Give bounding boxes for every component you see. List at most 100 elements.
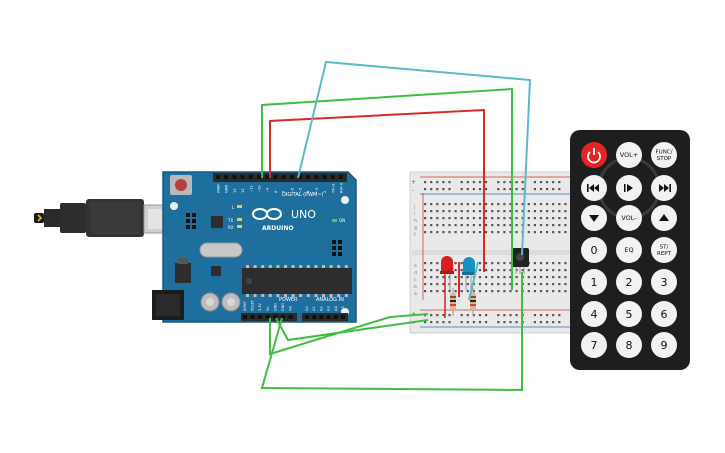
remote-button-num-9[interactable]: 9: [651, 332, 677, 358]
remote-button-label: 3: [661, 276, 668, 289]
digital-pin-label: ~9: [266, 187, 270, 193]
breadboard-row-letter: f: [414, 232, 416, 238]
model-text: UNO: [291, 208, 316, 221]
remote-button-label: 8: [626, 339, 633, 352]
digital-pin-label: 7: [282, 191, 286, 193]
remote-button-label: VOL-: [621, 214, 637, 222]
wire-green-bottom: [260, 272, 523, 392]
remote-button-power[interactable]: [581, 142, 607, 168]
digital-header: [213, 173, 347, 182]
ir-remote: VOL+ FUNC/STOP VOL- 0 EQ ST/REPT 1 2 3 4 5 6 7 8 9: [570, 130, 690, 370]
digital-pin-label: ~6: [290, 187, 294, 193]
remote-button-func-stop[interactable]: FUNC/STOP: [651, 142, 677, 168]
remote-button-num-2[interactable]: 2: [616, 269, 642, 295]
remote-button-play-pause[interactable]: [616, 175, 642, 201]
digital-pin-label: ~10: [258, 185, 262, 193]
digital-pin-label: GND: [225, 185, 229, 193]
fast-forward-icon: [659, 184, 671, 192]
analog-pin-label: A0: [305, 306, 309, 311]
play-pause-icon: [624, 184, 633, 192]
remote-button-num-8[interactable]: 8: [616, 332, 642, 358]
digital-label: DIGITAL (PWM~): [282, 192, 324, 198]
power-pin-label: 5V: [266, 306, 270, 311]
digital-pin-label: 2: [323, 191, 327, 193]
breadboard-row-letter: b: [414, 284, 417, 290]
power-pin-label: IOREF: [243, 301, 247, 311]
digital-pin-label: RX←0: [340, 182, 344, 193]
breadboard-row-letter: d: [414, 270, 417, 276]
power-pin-label: GND: [281, 303, 285, 311]
remote-button-up[interactable]: [651, 205, 677, 231]
remote-button-num-1[interactable]: 1: [581, 269, 607, 295]
remote-button-label: EQ: [624, 246, 633, 254]
voltage-regulator: [175, 263, 191, 283]
remote-button-label: VOL+: [620, 151, 639, 159]
rail-plus-top: +: [411, 179, 416, 186]
wire-green-top: [261, 87, 513, 290]
remote-button-vol-up[interactable]: VOL+: [616, 142, 642, 168]
power-pin-label: Vin: [289, 306, 293, 311]
remote-button-down[interactable]: [581, 205, 607, 231]
breadboard-row-letter: c: [414, 278, 417, 283]
breadboard-row-letter: e: [414, 264, 417, 269]
remote-button-st-rept[interactable]: ST/REPT: [651, 237, 677, 263]
red-led: [440, 256, 454, 318]
digital-pin-label: TX→1: [331, 183, 335, 194]
icsp-header: [186, 213, 342, 256]
remote-button-fast-forward[interactable]: [651, 175, 677, 201]
remote-button-label: REPT: [657, 251, 672, 257]
rail-minus-bottom: -: [412, 320, 414, 327]
on-led: [332, 219, 337, 222]
remote-button-num-7[interactable]: 7: [581, 332, 607, 358]
analog-pin-label: A4: [334, 306, 338, 311]
remote-button-rewind[interactable]: [581, 175, 607, 201]
analog-pin-label: A5: [341, 306, 345, 311]
digital-pin-label: ~5: [299, 188, 303, 193]
digital-pin-label: 4: [307, 190, 311, 193]
status-leds: L TX RX: [227, 205, 242, 230]
remote-button-label: 5: [626, 308, 633, 321]
remote-button-label: 1: [591, 276, 598, 289]
remote-button-num-0[interactable]: 0: [581, 237, 607, 263]
remote-button-label: 6: [661, 308, 668, 321]
resistor-2: [470, 288, 476, 316]
small-chip: [211, 266, 221, 276]
digital-pin-label: 12: [241, 188, 245, 193]
breadboard-row-letter: i: [414, 211, 415, 217]
breadboard-row-letter: a: [414, 292, 417, 297]
breadboard-row-letter: g: [414, 226, 417, 231]
breadboard-row-letter: j: [413, 204, 415, 210]
remote-button-vol-down[interactable]: VOL-: [616, 205, 642, 231]
remote-button-label: 7: [591, 339, 598, 352]
remote-button-num-4[interactable]: 4: [581, 301, 607, 327]
crystal-oscillator: [199, 242, 243, 258]
remote-button-num-5[interactable]: 5: [616, 301, 642, 327]
remote-button-label: ST/: [660, 245, 669, 251]
led-label-l: L: [232, 205, 235, 210]
capacitors: [200, 292, 241, 312]
wires: [260, 60, 532, 392]
wire-green-gnd: [269, 313, 429, 356]
remote-button-num-3[interactable]: 3: [651, 269, 677, 295]
wire-cyan-led: [468, 261, 479, 301]
led-label-tx: TX: [227, 218, 233, 223]
digital-pin-label: AREF: [217, 184, 221, 193]
triangle-down-icon: [589, 215, 599, 222]
wire-red-top: [269, 108, 485, 272]
remote-button-label: 9: [661, 339, 668, 352]
power-pin-label: RESET: [251, 299, 255, 311]
remote-button-num-6[interactable]: 6: [651, 301, 677, 327]
usb-chip: [211, 216, 223, 228]
remote-button-label: FUNC/: [656, 150, 673, 156]
digital-pin-label: 8: [274, 190, 278, 193]
power-label: POWER: [279, 297, 298, 303]
power-icon: [587, 148, 601, 164]
reset-button[interactable]: [170, 175, 192, 195]
on-label: ON: [339, 218, 345, 223]
analog-pin-label: A2: [319, 306, 323, 311]
power-pin-label: GND: [273, 303, 277, 311]
resistor-1: [450, 288, 456, 316]
remote-button-eq[interactable]: EQ: [616, 237, 642, 263]
